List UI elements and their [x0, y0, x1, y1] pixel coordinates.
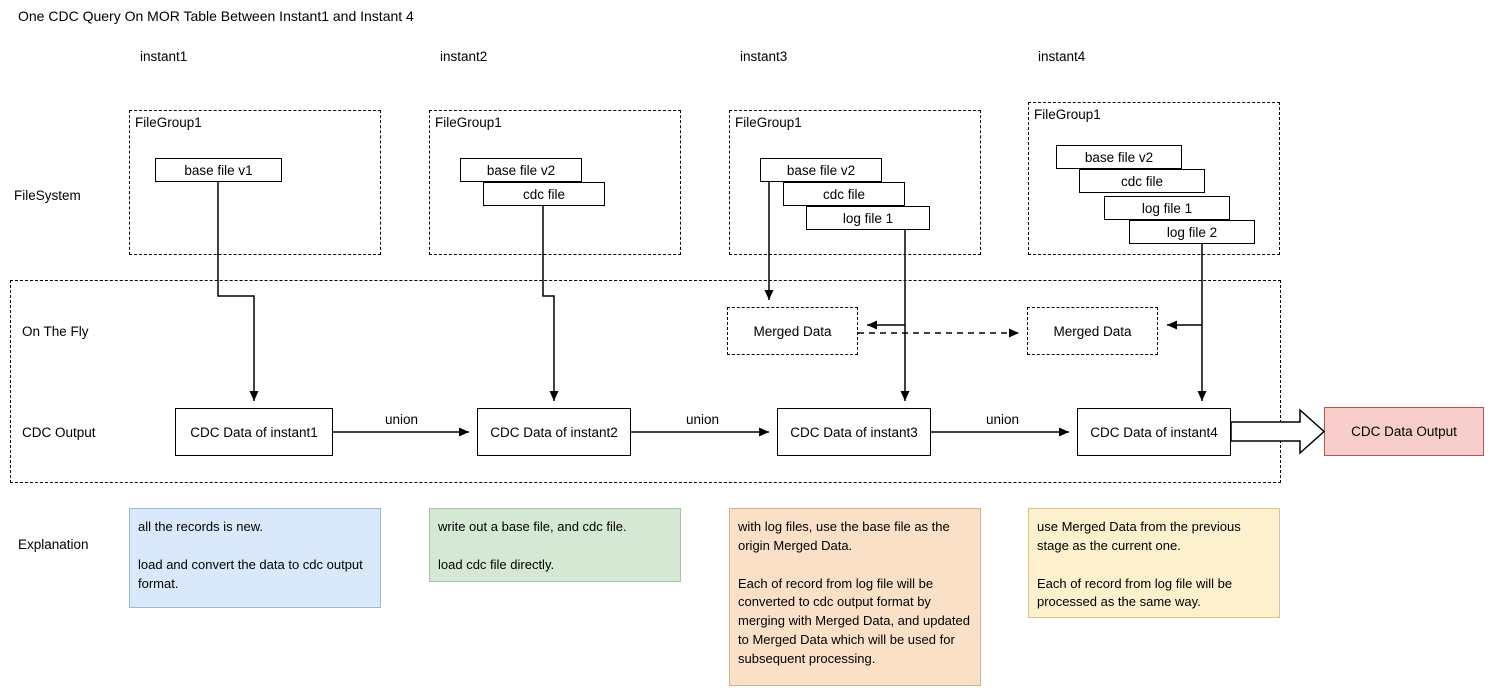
file-box-base-file-v2[interactable]: base file v2 [1056, 145, 1182, 169]
filegroup-label: FileGroup1 [435, 115, 502, 130]
explanation-box-instant1: all the records is new. load and convert… [129, 508, 381, 608]
explanation-box-instant3: with log files, use the base file as the… [729, 508, 981, 686]
diagram-title: One CDC Query On MOR Table Between Insta… [18, 8, 414, 24]
cdc-data-box-instant3[interactable]: CDC Data of instant3 [777, 408, 931, 456]
file-box-base-file-v2[interactable]: base file v2 [460, 158, 582, 182]
file-box-base-file-v2[interactable]: base file v2 [760, 158, 882, 182]
cdc-data-output-box[interactable]: CDC Data Output [1324, 407, 1484, 456]
file-box-cdc-file[interactable]: cdc file [783, 182, 905, 206]
column-header-instant1: instant1 [140, 49, 188, 64]
connector-label-union-1: union [385, 412, 419, 427]
file-box-cdc-file[interactable]: cdc file [1079, 169, 1205, 193]
column-header-instant4: instant4 [1038, 49, 1086, 64]
column-header-instant3: instant3 [740, 49, 788, 64]
filegroup-instant1: FileGroup1 [129, 110, 381, 255]
row-label-filesystem: FileSystem [14, 188, 81, 203]
merged-data-box-instant3[interactable]: Merged Data [727, 307, 858, 355]
on-the-fly-cdc-output-frame [10, 280, 1281, 483]
row-label-on-the-fly: On The Fly [22, 324, 89, 339]
filegroup-instant2: FileGroup1 [429, 110, 681, 255]
connector-label-union-2: union [686, 412, 720, 427]
filegroup-label: FileGroup1 [735, 115, 802, 130]
cdc-data-box-instant1[interactable]: CDC Data of instant1 [175, 408, 333, 456]
row-label-explanation: Explanation [18, 537, 89, 552]
file-box-log-file-1[interactable]: log file 1 [1104, 196, 1230, 220]
column-header-instant2: instant2 [440, 49, 488, 64]
connector-label-union-3: union [986, 412, 1020, 427]
file-box-base-file-v1[interactable]: base file v1 [155, 158, 282, 182]
explanation-box-instant2: write out a base file, and cdc file. loa… [429, 508, 681, 582]
filegroup-instant4: FileGroup1 [1028, 102, 1280, 255]
file-box-cdc-file[interactable]: cdc file [483, 182, 605, 206]
filegroup-label: FileGroup1 [1034, 107, 1101, 122]
cdc-data-box-instant2[interactable]: CDC Data of instant2 [477, 408, 631, 456]
cdc-data-box-instant4[interactable]: CDC Data of instant4 [1077, 408, 1231, 456]
explanation-box-instant4: use Merged Data from the previous stage … [1028, 508, 1280, 618]
filegroup-label: FileGroup1 [135, 115, 202, 130]
merged-data-box-instant4[interactable]: Merged Data [1027, 307, 1158, 355]
filegroup-instant3: FileGroup1 [729, 110, 981, 255]
row-label-cdc-output: CDC Output [22, 425, 96, 440]
file-box-log-file-1[interactable]: log file 1 [806, 206, 930, 230]
file-box-log-file-2[interactable]: log file 2 [1129, 220, 1255, 244]
